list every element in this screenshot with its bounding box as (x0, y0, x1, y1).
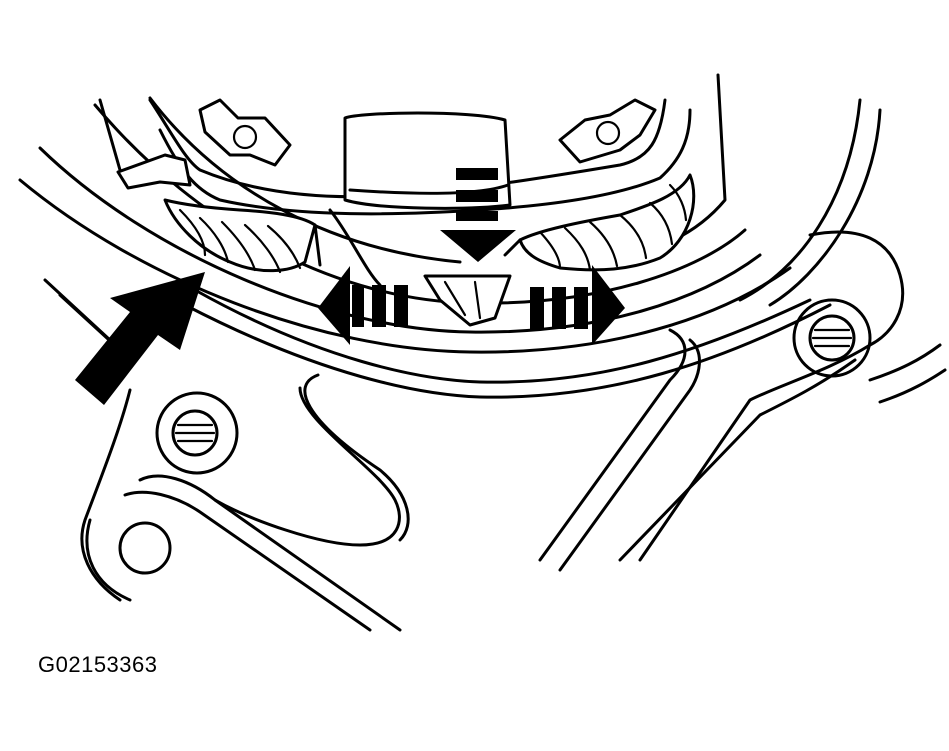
wing-nut-right (558, 98, 657, 164)
side-gear-left (163, 198, 322, 274)
figure-id-label: G02153363 (38, 652, 158, 677)
ring-gear-cover (148, 98, 692, 216)
left-arrow-icon (318, 266, 408, 345)
bolt-hole-lower-left (118, 521, 172, 575)
bolt-hole-right (792, 298, 872, 378)
pinion-wedge (328, 208, 522, 327)
pointer-arrow-icon (75, 272, 205, 405)
wing-nut-left (198, 98, 292, 167)
side-gear-right (518, 173, 696, 272)
down-arrow-icon (440, 168, 516, 262)
bracket-left (116, 153, 192, 190)
bolt-hole-center (155, 391, 239, 475)
right-arrow-icon (530, 265, 625, 345)
